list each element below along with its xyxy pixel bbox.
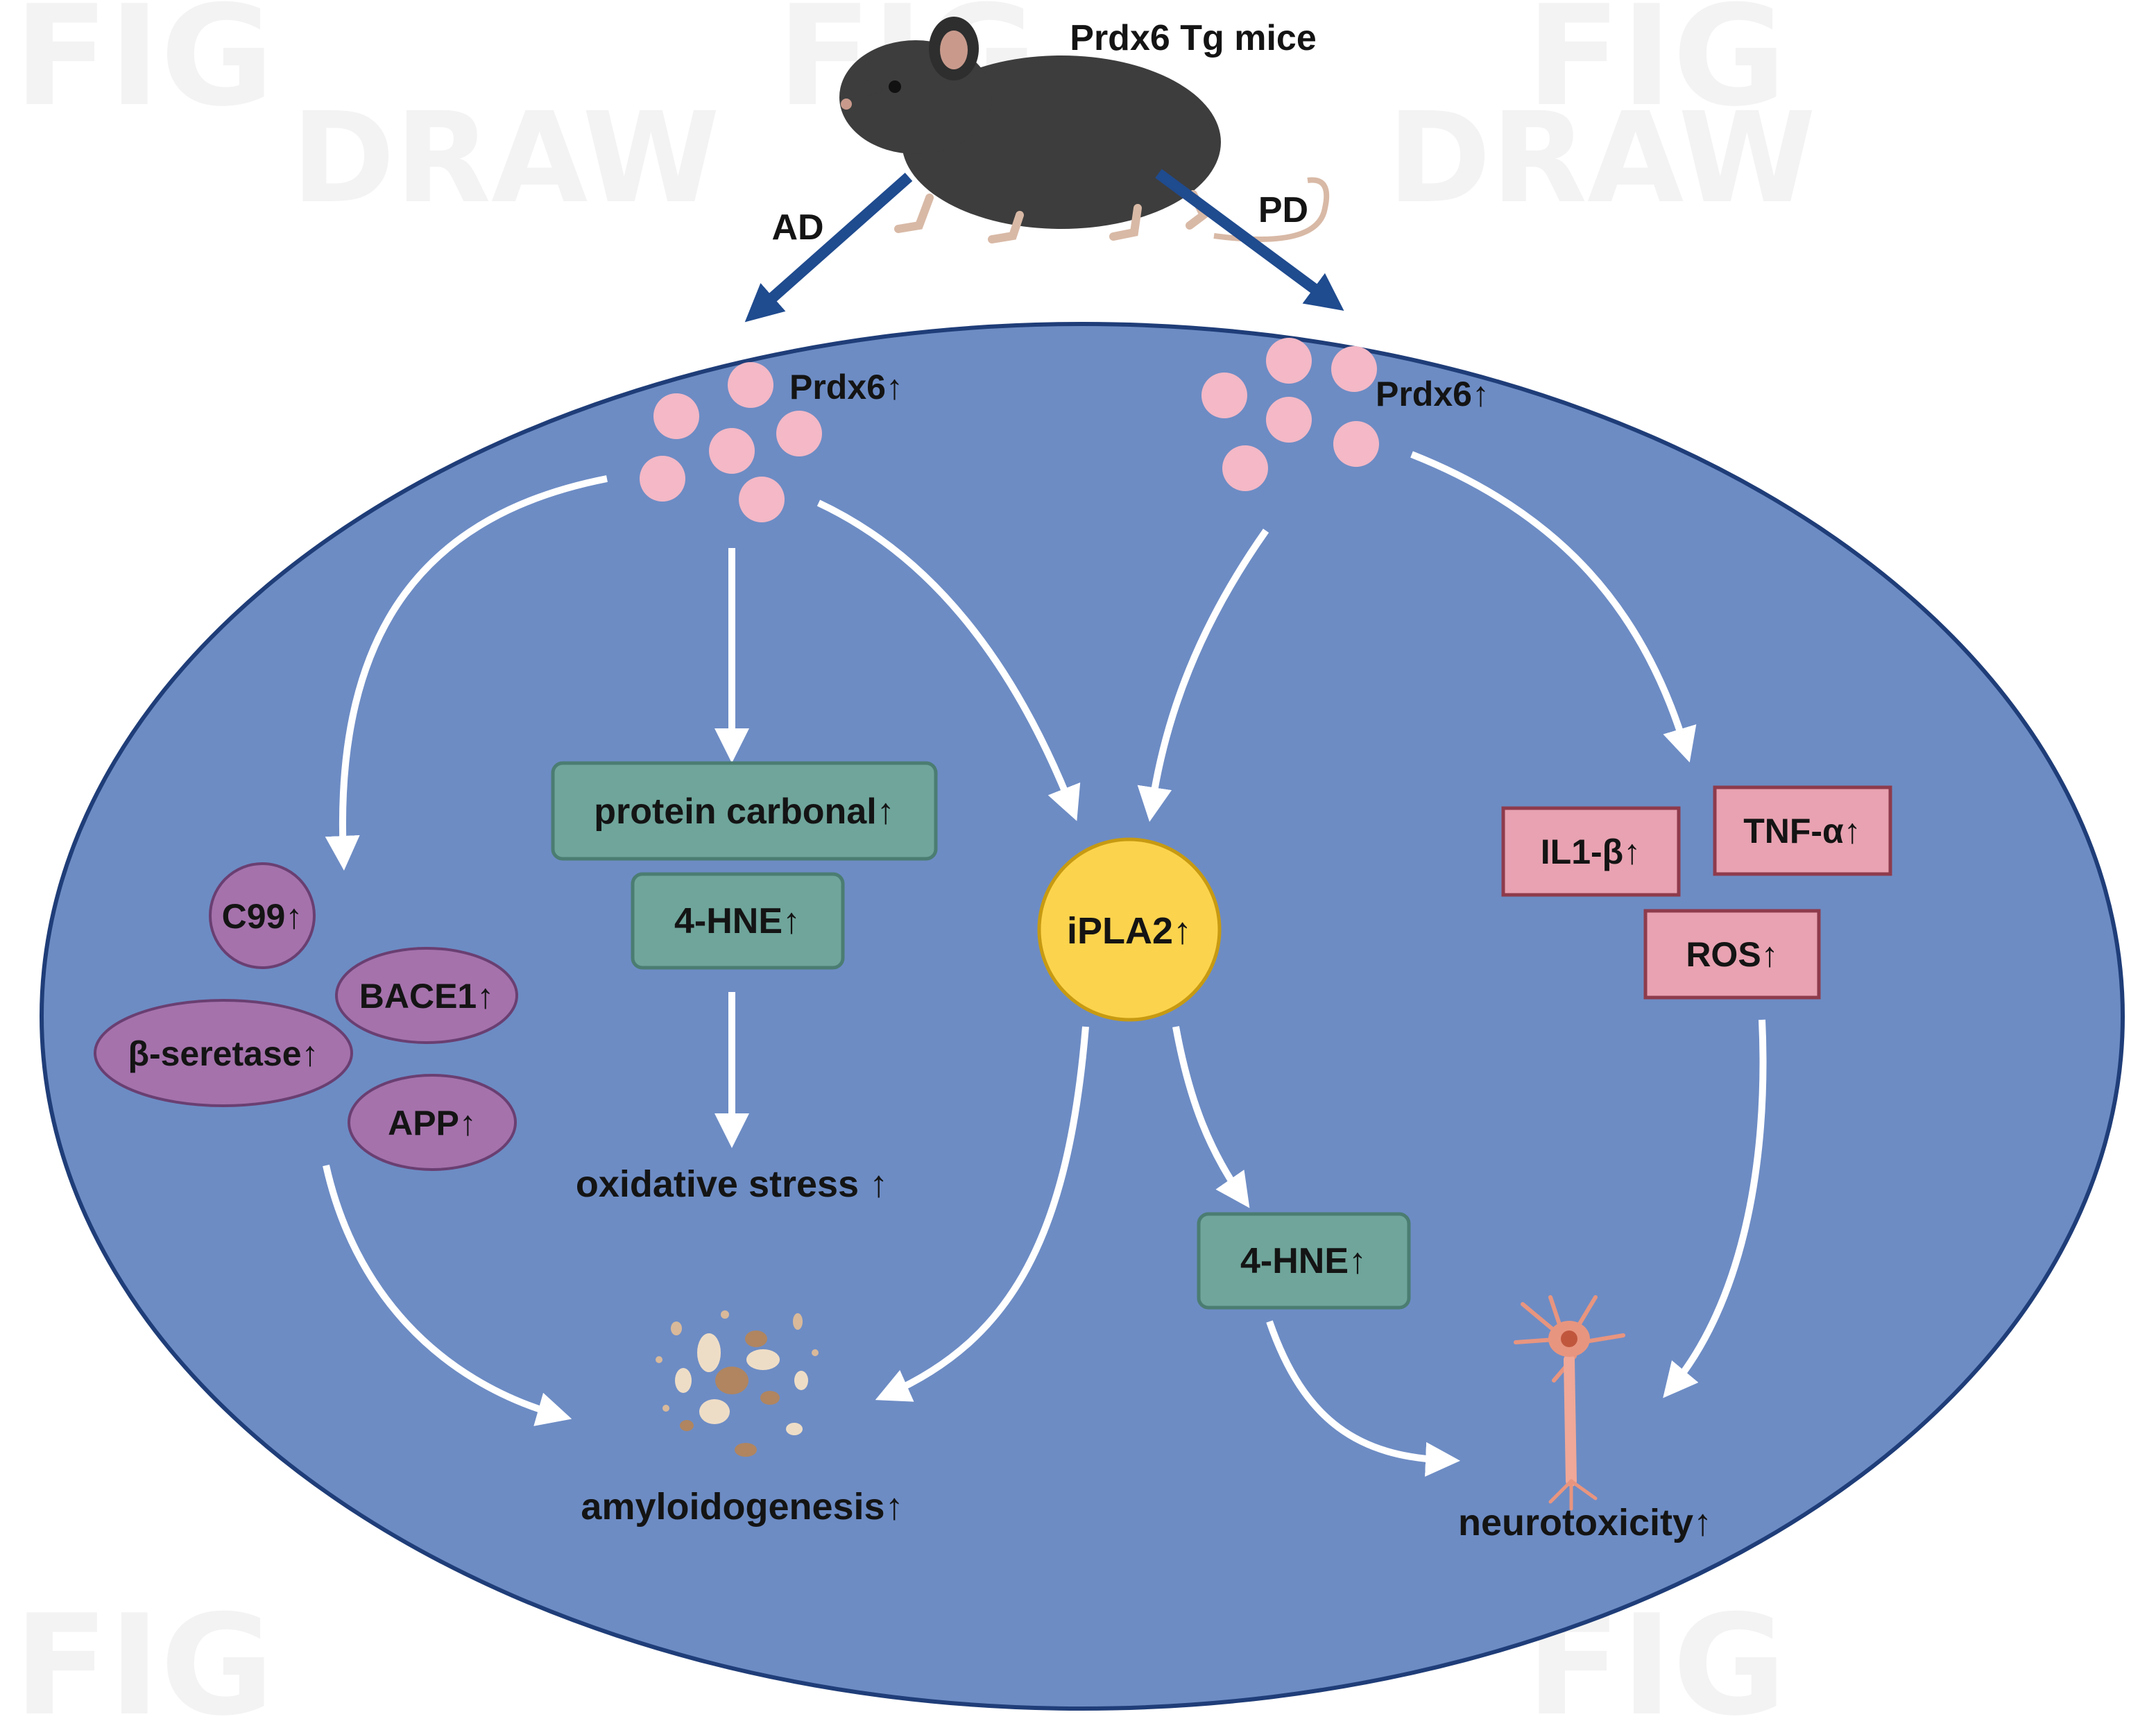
arrow-prdx6-to-iPLA2-left <box>816 499 1081 821</box>
svg-text:DRAW: DRAW <box>291 86 720 231</box>
protein-carbonal-box <box>551 761 938 861</box>
ros-label: ROS↑ <box>1686 935 1778 974</box>
iPLA2-label: iPLA2↑ <box>1067 910 1192 952</box>
svg-text:FIG: FIG <box>14 1585 274 1728</box>
arrow-ros-to-neurotoxicity <box>1663 1019 1767 1398</box>
bace1-label: BACE1↑ <box>359 977 494 1016</box>
ad-branch-arrow <box>744 173 913 323</box>
arrow-app-cluster-to-amyloid <box>323 1164 572 1426</box>
cell-ellipse <box>40 322 2125 1711</box>
svg-text:FIG: FIG <box>1526 0 1786 137</box>
4hne-left-box <box>631 872 845 970</box>
prdx6-label-left: Prdx6↑ <box>789 368 903 407</box>
arrow-iPLA2-to-4hne <box>1172 1026 1250 1208</box>
svg-text:FIG: FIG <box>14 0 274 137</box>
arrow-prdx6-to-iPLA2-right <box>1137 529 1269 822</box>
tnfa-box <box>1713 785 1892 876</box>
ad-branch-label: AD <box>771 207 823 248</box>
4hne-right-label: 4-HNE↑ <box>1240 1241 1367 1281</box>
iPLA2-node <box>1037 837 1222 1022</box>
il1b-box <box>1501 806 1681 897</box>
il1b-label: IL1-β↑ <box>1541 832 1641 871</box>
arrow-prdx6-to-cytokines <box>1410 451 1697 763</box>
neuron-nucleus <box>1561 1331 1577 1347</box>
title-label: Prdx6 Tg mice <box>1070 18 1316 58</box>
prdx6-cluster-left <box>640 362 822 522</box>
watermark: FIG FIG FIG DRAW DRAW FIG FIG <box>14 0 1816 1728</box>
protein-carbonal-label: protein carbonal↑ <box>594 792 894 832</box>
beta-seretase-label: β-seretase↑ <box>128 1034 318 1073</box>
pd-branch-arrow <box>1155 169 1344 311</box>
app-label: APP↑ <box>388 1104 477 1143</box>
4hne-right-box <box>1197 1212 1411 1310</box>
prdx6-cluster-right <box>1201 338 1379 491</box>
beta-seretase-ellipse <box>94 999 353 1107</box>
bace1-ellipse <box>335 947 518 1044</box>
arrow-iPLA2-to-amyloid <box>875 1026 1089 1402</box>
amyloid-aggregate-icon <box>656 1310 819 1457</box>
ros-box <box>1643 909 1821 1000</box>
oxidative-stress-label: oxidative stress ↑ <box>576 1163 888 1205</box>
4hne-left-label: 4-HNE↑ <box>674 901 801 941</box>
arrow-4hne-to-neurotoxicity <box>1266 1320 1460 1477</box>
prdx6-label-right: Prdx6↑ <box>1376 375 1489 413</box>
pd-branch-label: PD <box>1258 190 1308 230</box>
arrow-prdx6-to-app-cluster <box>325 475 608 871</box>
app-ellipse <box>348 1074 517 1171</box>
c99-label: C99↑ <box>222 897 303 936</box>
amyloidogenesis-label: amyloidogenesis↑ <box>581 1486 903 1528</box>
tnfa-label: TNF-α↑ <box>1743 812 1861 850</box>
svg-text:DRAW: DRAW <box>1387 86 1816 231</box>
neurotoxicity-label: neurotoxicity↑ <box>1458 1502 1712 1543</box>
flow-arrows <box>323 451 1767 1477</box>
c99-ellipse <box>209 862 316 969</box>
